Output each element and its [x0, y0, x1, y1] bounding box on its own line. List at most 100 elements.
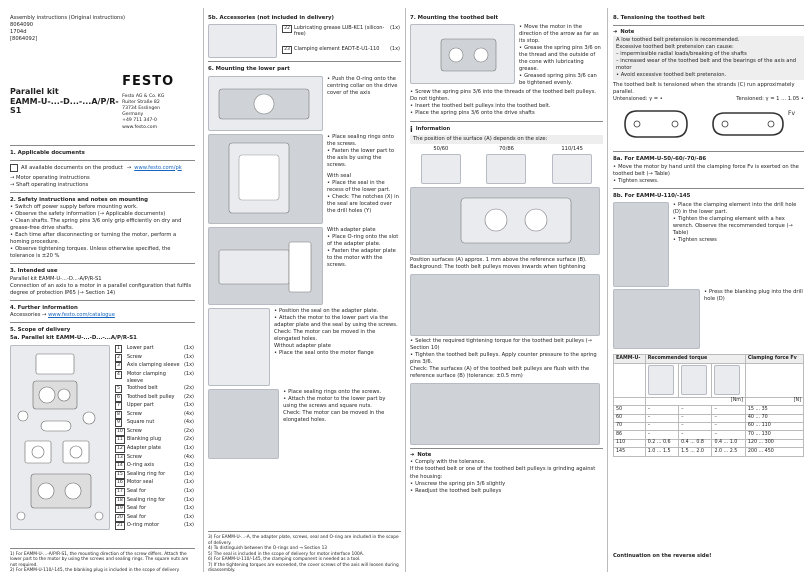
step-block: Move the motor in the direction of the a…	[410, 24, 603, 87]
list-item: → Shaft operating instructions	[10, 182, 89, 189]
intended-use-text: Connection of an axis to a motor in a pa…	[10, 282, 192, 296]
table-cell: 1.0 ... 1.5	[644, 447, 680, 457]
table-cell: –	[678, 413, 713, 424]
part-number: 17	[115, 488, 125, 497]
tensioned-label: Tensioned: γ = 1 ... 1.05 •	[736, 96, 804, 103]
list-item: Attach the motor to the lower part by us…	[283, 396, 401, 410]
part-number: 5	[115, 384, 122, 393]
table-cell: –	[678, 421, 713, 432]
table-row: 50–––15 ... 35	[613, 405, 805, 415]
company-line: +49 711 347-0	[122, 118, 157, 124]
part-number: 7	[115, 402, 122, 411]
axis-drawing	[218, 88, 310, 119]
company-line: Germany	[122, 112, 144, 118]
table-unit-row: [Nm][N]	[613, 396, 805, 407]
table-cell: –	[644, 405, 680, 415]
part-qty: (1x)	[183, 470, 194, 477]
part-qty: (1x)	[183, 505, 194, 512]
table-cell: 0.4 ... 1.0	[711, 438, 746, 449]
part-number: 12	[115, 445, 125, 454]
footnote: 1) For EAMM-U-...-A/P/R-S1, the mounting…	[10, 551, 189, 568]
note-line: A low toothed belt pretension is recomme…	[616, 37, 740, 44]
column-3: 7. Mounting the toothed belt Move the mo…	[405, 0, 607, 580]
footnote: 4) To distinguish between the O-rings an…	[208, 546, 328, 552]
size-figures: 50/60 70/86 110/145	[410, 146, 603, 185]
section-title: 1. Applicable documents	[10, 149, 85, 156]
table-header: Clamping force Fv	[744, 354, 805, 364]
list-item: Readjust the toothed belt pulleys	[410, 488, 603, 495]
table-header-row: EAMM-U- Recommended torque Clamping forc…	[613, 354, 805, 364]
doc-title: Assembly instructions (Original instruct…	[10, 15, 126, 21]
document-icon	[10, 164, 18, 173]
table-header: EAMM-U-	[613, 354, 646, 364]
with-seal-label: With seal	[327, 172, 351, 179]
intended-use-text: Parallel kit EAMM-U-...-D...-A/P/R-S1	[10, 275, 102, 282]
footnote: 6) For EAMM-U-110/-145, the clamping com…	[208, 557, 361, 563]
list-item: Observe the safety information (→ Applic…	[10, 211, 195, 218]
part-name: Blanking plug	[126, 436, 162, 443]
surface-position-figure	[410, 187, 600, 256]
part-number: 6	[115, 393, 122, 402]
footnote: 7) If the tightening torques are exceede…	[208, 562, 399, 574]
note-box: A low toothed belt pretension is recomme…	[613, 36, 804, 81]
screw-icon	[647, 365, 674, 396]
list-item: Position the seal on the adapter plate.	[274, 308, 401, 315]
subsection-title: 5a. Parallel kit EAMM-U-...-D...-...A/P/…	[10, 335, 137, 342]
flush-check-figure	[410, 383, 600, 446]
part-name: Screw	[126, 427, 142, 434]
part-name: Seal for	[126, 513, 147, 520]
list-item: Tighten the toothed belt pulleys. Apply …	[410, 352, 603, 366]
size-item: 70/86	[486, 146, 527, 185]
part-qty: (1x)	[183, 496, 194, 503]
part-qty: (4x)	[183, 419, 194, 426]
part-qty: (2x)	[183, 384, 194, 391]
table-cell: –	[644, 413, 680, 424]
part-qty: (1x)	[183, 513, 194, 520]
list-item: Press the blanking plug into the drill h…	[704, 289, 804, 303]
table-cell: 0.2 ... 0.6	[644, 438, 680, 449]
festo-pk-link[interactable]: www.festo.com/pk	[134, 164, 182, 171]
toothed-belt-figure	[410, 24, 515, 85]
list-item: Place the seal in the recess of the lowe…	[327, 180, 401, 194]
part-qty: (2x)	[183, 427, 194, 434]
list-item: Fasten the adapter plate to the motor wi…	[327, 248, 401, 269]
table-cell: 1.5 ... 2.0	[678, 447, 713, 457]
part-qty: (1x)	[183, 522, 194, 529]
part-name: Screw	[126, 353, 142, 360]
steps-list: Push the O-ring onto the centring collar…	[327, 76, 401, 131]
part-name: O-ring motor	[126, 522, 160, 529]
table-cell: –	[711, 413, 746, 424]
info-title: Information	[415, 126, 451, 133]
part-name: Lower part	[126, 345, 154, 352]
part-name: Adapter plate	[126, 445, 161, 452]
part-qty: (1x)	[183, 353, 194, 360]
check-text: Check: The motor can be moved in the elo…	[273, 328, 376, 342]
doc-number: 8064090	[10, 22, 34, 29]
surface-drawing	[460, 198, 572, 244]
table-cell: –	[711, 421, 746, 432]
blanking-plug-figure	[613, 289, 700, 350]
table-cell: –	[711, 430, 746, 440]
list-item: Greased spring pins 3/6 can be tightened…	[519, 73, 603, 87]
arrow-icon: ➜	[613, 29, 618, 36]
part-number: 9	[115, 419, 122, 428]
table-cell: –	[678, 405, 713, 415]
part-number: 21	[115, 522, 125, 531]
product-title-line: Parallel kit	[10, 87, 59, 97]
part-qty: (1x)	[183, 488, 194, 495]
check-text: Check: The motor can be moved in the elo…	[283, 409, 385, 423]
catalogue-link[interactable]: www.festo.com/catalogue	[48, 312, 115, 319]
part-qty: (2x)	[183, 393, 194, 400]
section-title: 5b. Accessories (not included in deliver…	[208, 15, 334, 21]
